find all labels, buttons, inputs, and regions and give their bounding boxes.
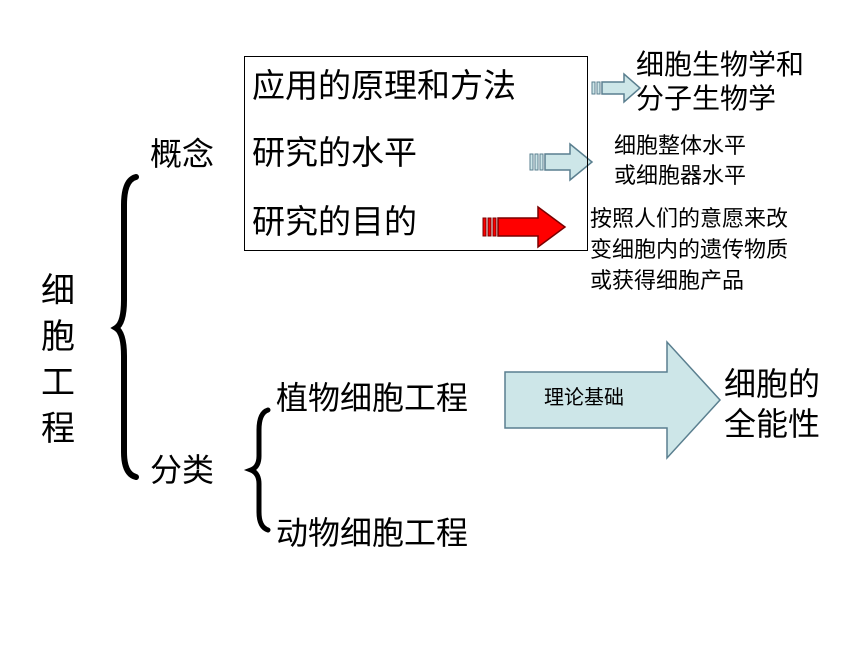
title-char: 程 — [41, 409, 75, 449]
result-level: 细胞整体水平 或细胞器水平 — [614, 132, 746, 192]
result-line: 或获得细胞产品 — [590, 269, 745, 294]
result-line: 按照人们的意愿来改 — [590, 207, 789, 232]
arrow-big-icon — [504, 340, 722, 460]
brace-large-icon — [110, 174, 139, 480]
title-char: 胞 — [41, 317, 75, 357]
classification-item-plant: 植物细胞工程 — [276, 379, 469, 417]
result-line: 分子生物学 — [636, 82, 777, 115]
result-line: 全能性 — [724, 405, 821, 443]
classification-item-animal: 动物细胞工程 — [276, 514, 469, 552]
result-line: 或细胞器水平 — [614, 164, 747, 189]
title-char: 细 — [41, 271, 75, 311]
brace-small-icon — [243, 407, 271, 533]
big-arrow-label: 理论基础 — [544, 385, 624, 409]
arrow-light-2-icon — [529, 142, 594, 182]
concept-label: 概念 — [150, 135, 215, 173]
result-line: 细胞生物学和 — [636, 48, 805, 81]
concept-item-purpose: 研究的目的 — [252, 202, 417, 241]
concept-item-level: 研究的水平 — [252, 133, 417, 172]
concept-item-principle: 应用的原理和方法 — [252, 66, 516, 105]
result-line: 变细胞内的遗传物质 — [590, 238, 789, 263]
main-title-vertical: 细 胞 工 程 — [38, 268, 78, 452]
arrow-red-icon — [482, 205, 567, 249]
result-line: 细胞整体水平 — [614, 134, 747, 159]
result-line: 细胞的 — [724, 365, 821, 403]
result-purpose: 按照人们的意愿来改 变细胞内的遗传物质 或获得细胞产品 — [590, 204, 788, 297]
plant-result: 细胞的 全能性 — [724, 364, 820, 444]
classification-label: 分类 — [150, 451, 215, 489]
title-char: 工 — [41, 363, 75, 403]
concept-box-divider — [244, 125, 245, 182]
result-principle: 细胞生物学和 分子生物学 — [636, 48, 804, 116]
arrow-light-1-icon — [591, 72, 642, 104]
